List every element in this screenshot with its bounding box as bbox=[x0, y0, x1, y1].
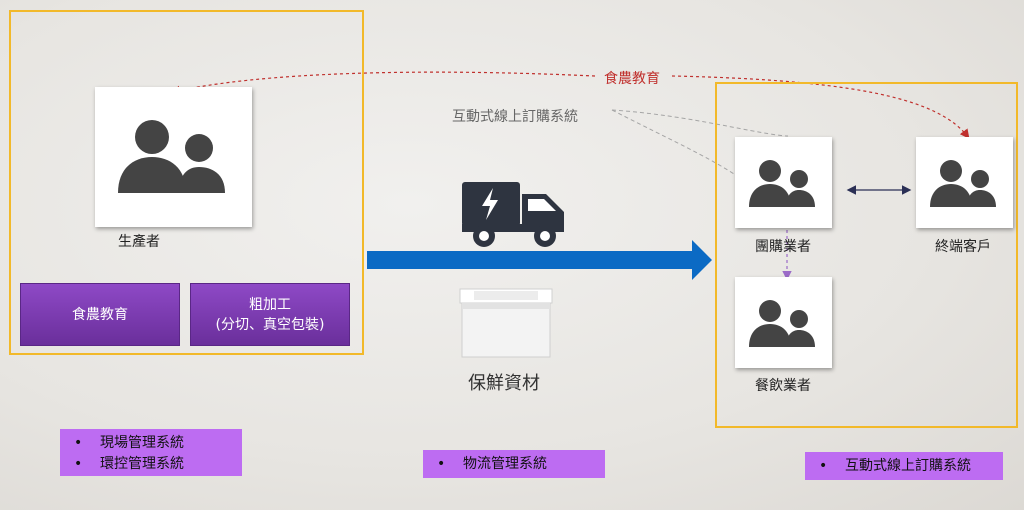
online-order-list: 互動式線上訂購系統 bbox=[805, 452, 1003, 480]
producer-card bbox=[95, 87, 252, 227]
group-buyer-label: 團購業者 bbox=[755, 239, 811, 255]
restaurant-card bbox=[735, 277, 832, 368]
logistics-arrow bbox=[367, 240, 712, 280]
end-customer-label: 終端客戶 bbox=[935, 239, 991, 255]
list-item: 物流管理系統 bbox=[433, 454, 595, 475]
end-customer-card bbox=[916, 137, 1013, 228]
processing-label-1: 粗加工 bbox=[249, 296, 291, 313]
producer-label: 生產者 bbox=[118, 234, 160, 250]
people-icon bbox=[930, 160, 996, 207]
list-item: 環控管理系統 bbox=[70, 454, 232, 475]
online-order-arrow-1 bbox=[611, 109, 789, 137]
processing-label-2: (分切、真空包裝) bbox=[215, 316, 325, 333]
restaurant-label: 餐飲業者 bbox=[755, 378, 811, 394]
styrofoam-box-icon bbox=[459, 288, 553, 358]
processing-button[interactable]: 粗加工 (分切、真空包裝) bbox=[190, 283, 350, 346]
food-education-button[interactable]: 食農教育 bbox=[20, 283, 180, 346]
field-management-list: 現場管理系統 環控管理系統 bbox=[60, 429, 242, 476]
list-item: 現場管理系統 bbox=[70, 433, 232, 454]
food-education-button-label: 食農教育 bbox=[72, 306, 128, 323]
logistics-list: 物流管理系統 bbox=[423, 450, 605, 478]
list-item: 互動式線上訂購系統 bbox=[815, 456, 993, 477]
truck-icon bbox=[462, 182, 564, 247]
producer-frame bbox=[9, 10, 364, 355]
online-system-label: 互動式線上訂購系統 bbox=[452, 109, 578, 125]
fresh-materials-label: 保鮮資材 bbox=[468, 373, 540, 394]
food-education-arrow-label: 食農教育 bbox=[604, 71, 660, 87]
group-buyer-card bbox=[735, 137, 832, 228]
people-icon bbox=[749, 160, 815, 207]
lightning-icon bbox=[482, 188, 498, 220]
customers-frame bbox=[715, 82, 1018, 428]
people-icon bbox=[749, 300, 815, 347]
people-icon bbox=[118, 120, 225, 193]
